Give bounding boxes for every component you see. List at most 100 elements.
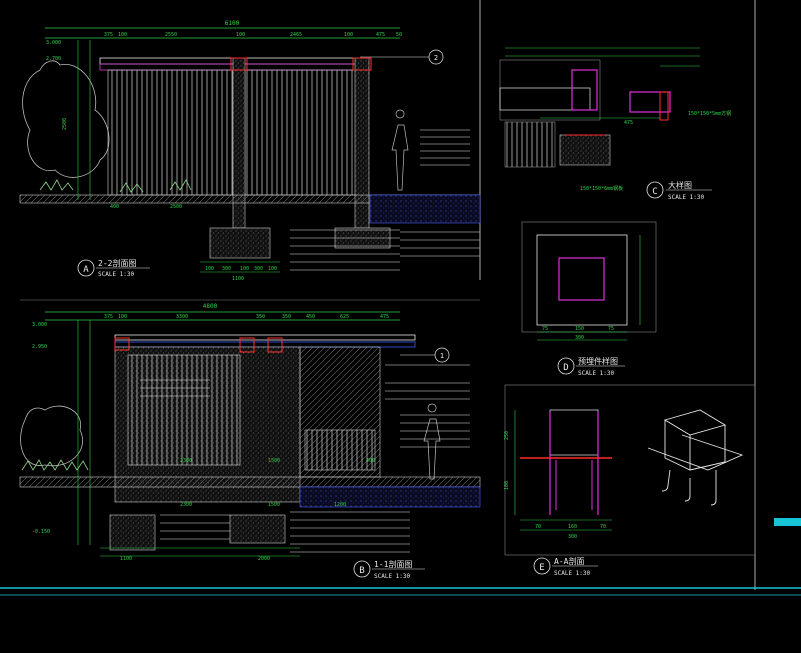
dim-label: 70 [600,524,606,530]
dim-label: 300 [568,534,577,540]
dim-label: 300 [575,335,584,341]
section-b-drawing: 4800 375 100 3300 350 350 450 625 475 3.… [19,303,481,580]
dim-label: 1100 [120,556,132,562]
dim-label: 50 [396,32,402,38]
dim-label: 625 [340,314,349,320]
dim-label: 475 [380,314,389,320]
dim-label: 150*150*6mm钢板 [580,185,623,192]
section-b-title-bubble [353,560,371,578]
detail-e-title-bubble [533,557,551,575]
detail-c-letter: C [652,187,657,197]
dim-label: 160 [568,524,577,530]
elevation-label: 2.950 [32,344,47,350]
detail-d-drawing: 75 150 75 300 D 预埋件样图 SCALE 1:30 [521,221,657,377]
callout-number: 1 [440,352,444,360]
detail-e-scale: SCALE 1:30 [554,570,591,577]
slat-panel [127,354,241,466]
detail-d-title: 预埋件样图 [578,356,618,366]
dim-label: 375 [104,32,113,38]
dim-label: 450 [306,314,315,320]
elevation-label: 2.700 [46,56,61,62]
dim-label: 2500 [170,204,182,210]
slat-panel-left [107,69,234,196]
dim-label: 100 [118,314,127,320]
dim-label: 475 [624,120,633,126]
dim-label: 1100 [232,276,244,282]
dim-label: 150*150*5mm方钢 [688,110,731,117]
section-a-annotations [290,129,480,271]
dim-label: 2465 [290,32,302,38]
dim-label: 70 [535,524,541,530]
dim-label: 400 [110,204,119,210]
dim-label: 300 [254,266,263,272]
dim-label: 150 [575,326,584,332]
embed-tube [558,257,605,301]
dim-label: 375 [104,314,113,320]
section-a-title-bubble [77,259,95,277]
section-b-scale: SCALE 1:30 [374,573,411,580]
detail-c-drawing: 475 150*150*5mm方钢 150*150*6mm钢板 C 大样图 SC… [499,47,731,201]
section-a-left-dims: 3.000 2.700 [46,40,61,62]
section-b-left-dims: 3.000 2.950 -0.150 [32,322,50,535]
section-a-total-dim: 6100 [225,20,240,27]
dim-label: 3300 [176,314,188,320]
section-a-title: 2-2剖面图 [98,258,136,268]
dim-label: 100 [504,481,510,490]
dim-label: 100 [268,266,277,272]
callout-number: 2 [434,54,438,62]
section-b-bottom-dims: 2300 1500 400 2300 1500 1200 1100 2000 [120,458,375,562]
dim-label: 2300 [180,458,192,464]
section-a-foundation-dims: 100 300 100 300 100 1100 400 2500 [110,204,277,282]
tree-outline [20,405,83,467]
detail-c-scale: SCALE 1:30 [668,194,705,201]
dim-label: 100 [118,32,127,38]
section-a-letter: A [83,265,89,275]
human-figure [423,403,441,480]
detail-c-title: 大样图 [668,180,692,190]
section-b-title: 1-1剖面图 [374,559,412,569]
dim-label: 75 [542,326,548,332]
slat-panel-right [244,69,361,196]
dim-label: 2550 [165,32,177,38]
dim-label: 350 [256,314,265,320]
elevation-label: 3.000 [32,322,47,328]
embed-plate [536,234,628,326]
section-a-scale: SCALE 1:30 [98,271,135,278]
dim-label: 2000 [258,556,270,562]
dim-label: 1500 [268,502,280,508]
section-b-top-dims: 375 100 3300 350 350 450 625 475 [104,314,389,320]
dim-label: 75 [608,326,614,332]
detail-d-letter: D [563,363,568,373]
detail-e-title: A-A剖面 [554,556,584,566]
height-label: 2500 [62,118,68,130]
tree-outline [22,60,110,178]
dim-label: 300 [222,266,231,272]
detail-d-title-bubble [557,357,575,375]
section-b-annotations [140,364,470,553]
dim-label: 2300 [180,502,192,508]
dim-label: 400 [366,458,375,464]
detail-c-title-bubble [646,181,664,199]
steel-tube [571,69,598,111]
section-a-drawing: 6100 375 100 2550 100 2465 100 475 50 3.… [19,20,481,282]
dim-label: 475 [376,32,385,38]
dim-label: 100 [236,32,245,38]
human-figure [391,109,409,191]
detail-e-letter: E [539,563,544,573]
section-b-total-dim: 4800 [203,303,218,310]
dim-label: 1200 [334,502,346,508]
dim-label: 100 [344,32,353,38]
section-b-letter: B [359,566,364,576]
dim-label: 350 [282,314,291,320]
dim-label: 1500 [268,458,280,464]
dim-label: 100 [205,266,214,272]
elevation-label: 3.000 [46,40,61,46]
detail-d-scale: SCALE 1:30 [578,370,615,377]
detail-e-drawing: 70 160 70 300 250 100 E A-A剖面 SCALE 1:30 [504,384,756,577]
dim-label: 250 [504,431,510,440]
section-a-top-dims: 375 100 2550 100 2465 100 475 50 [104,32,402,38]
isometric-connector-sketch [647,409,744,506]
dim-label: 100 [240,266,249,272]
elevation-label: -0.150 [32,529,50,535]
